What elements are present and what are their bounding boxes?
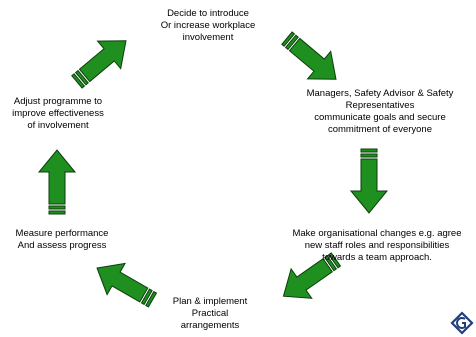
- step-decide-line: Or increase workplace: [160, 20, 256, 31]
- step-measure-line: Measure performance: [15, 228, 109, 239]
- corner-logo-icon: [450, 311, 474, 335]
- step-communicate-line: commitment of everyone: [327, 124, 432, 135]
- step-change-line: towards a team approach.: [322, 252, 432, 263]
- step-measure-line: And assess progress: [17, 240, 107, 251]
- step-change: Make organisational changes e.g. agree n…: [280, 228, 474, 264]
- arrow-communicate-to-change: [350, 148, 388, 214]
- step-decide-line: Decide to introduce: [167, 8, 249, 19]
- step-plan-line: Practical: [191, 308, 229, 319]
- step-plan: Plan & implement Practical arrangements: [150, 296, 270, 332]
- arrow-adjust-to-decide: [64, 26, 139, 97]
- step-adjust-line: Adjust programme to: [13, 96, 103, 107]
- step-adjust-line: improve effectiveness: [12, 108, 104, 119]
- step-decide-line: involvement: [182, 32, 234, 43]
- step-plan-line: Plan & implement: [172, 296, 248, 307]
- step-communicate-line: Representatives: [345, 100, 415, 111]
- arrow-decide-to-communicate: [274, 23, 349, 94]
- step-decide: Decide to introduce Or increase workplac…: [148, 8, 268, 44]
- step-adjust: Adjust programme to improve effectivenes…: [4, 96, 112, 132]
- step-adjust-line: of involvement: [27, 120, 89, 131]
- step-change-line: Make organisational changes e.g. agree: [292, 228, 462, 239]
- step-communicate-line: communicate goals and secure: [314, 112, 446, 123]
- arrow-measure-to-adjust: [38, 149, 76, 215]
- step-plan-line: arrangements: [180, 320, 240, 331]
- step-change-line: new staff roles and responsibilities: [304, 240, 450, 251]
- step-measure: Measure performance And assess progress: [4, 228, 120, 252]
- step-communicate-line: Managers, Safety Advisor & Safety: [306, 88, 454, 99]
- step-communicate: Managers, Safety Advisor & Safety Repres…: [292, 88, 468, 136]
